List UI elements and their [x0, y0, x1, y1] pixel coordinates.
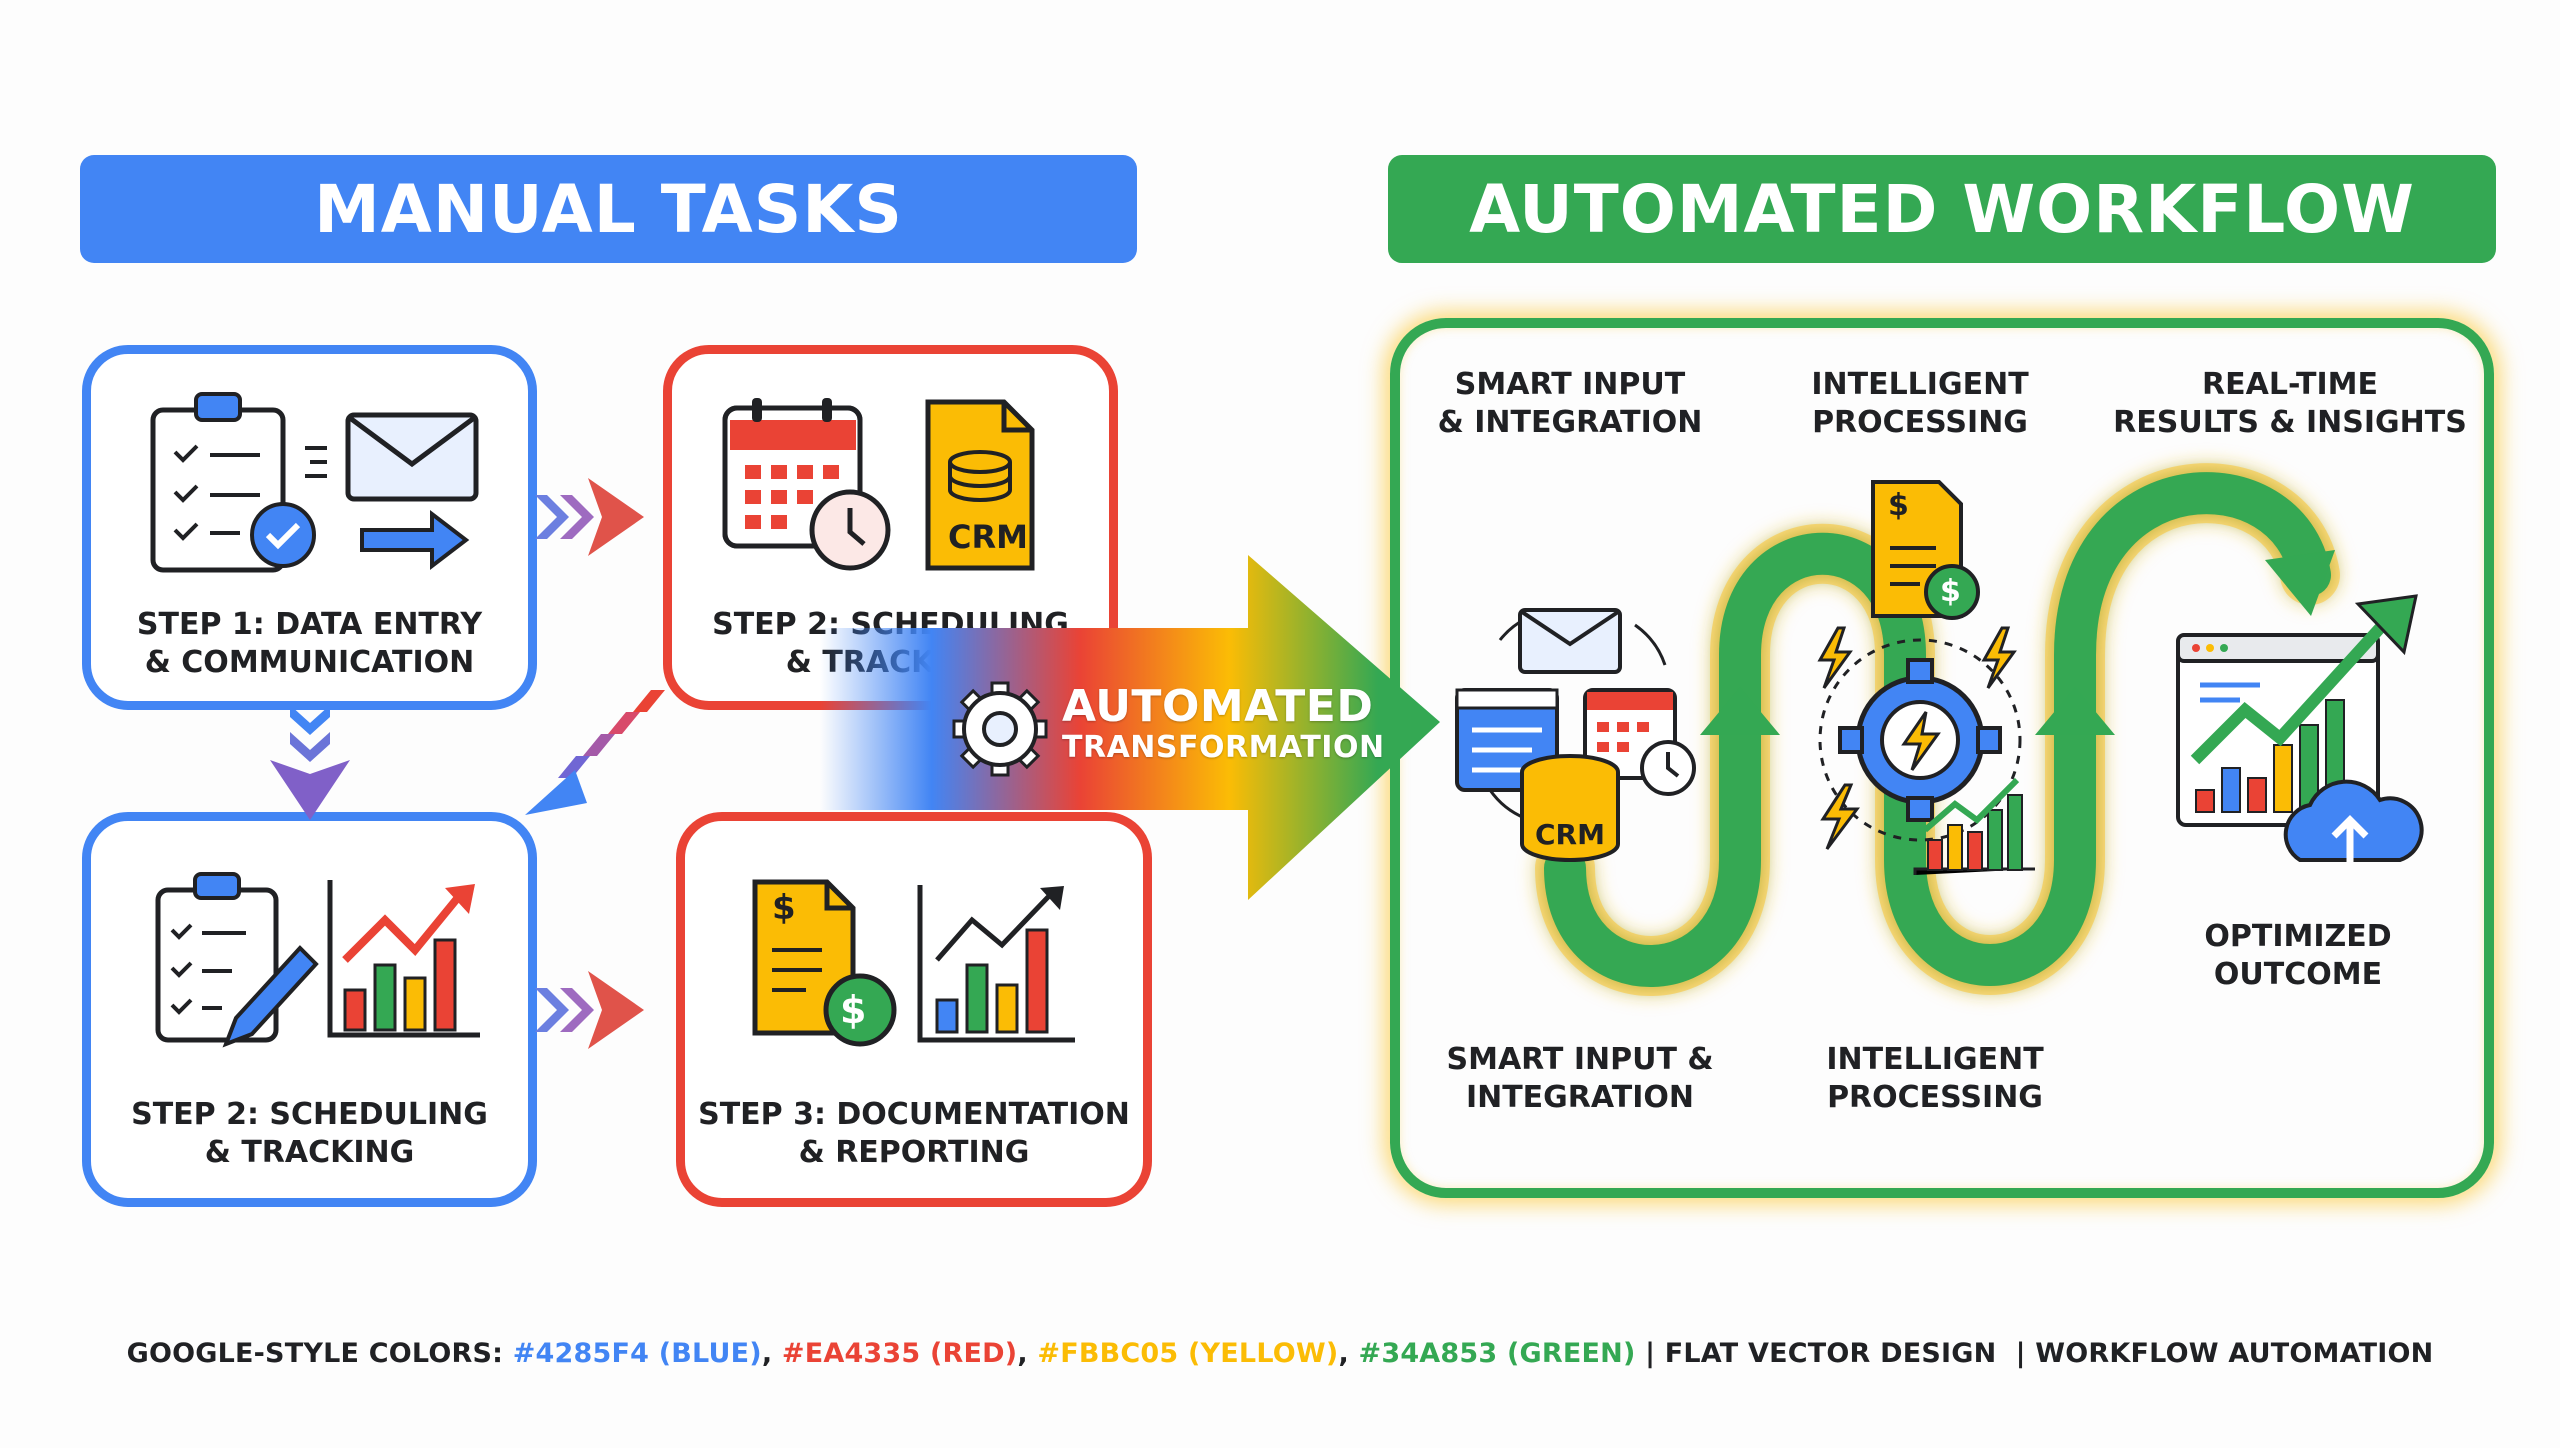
top-label-results: REAL-TIME RESULTS & INSIGHTS	[2110, 366, 2470, 442]
footer-sep2: ,	[1017, 1338, 1038, 1369]
step-1-label-line1: STEP 1: DATA ENTRY	[136, 607, 483, 642]
footer-sep1: ,	[761, 1338, 782, 1369]
step-1-label: STEP 1: DATA ENTRY & COMMUNICATION	[91, 606, 528, 682]
top-label-results-line2: RESULTS & INSIGHTS	[2113, 405, 2467, 440]
top-label-smart-input: SMART INPUT & INTEGRATION	[1420, 366, 1720, 442]
workflow-snake-path	[1535, 463, 2340, 996]
bottom-label-processing-line1: INTELLIGENT	[1826, 1042, 2044, 1077]
transformation-subtitle: TRANSFORMATION	[1062, 730, 1385, 765]
chevrons-step2-to-step2b	[525, 690, 665, 815]
manual-tasks-banner: MANUAL TASKS	[80, 155, 1137, 263]
processing-doc-dollar-glyph: $	[1888, 488, 1909, 523]
envelope-icon	[305, 412, 479, 502]
footer-caption: GOOGLE-STYLE COLORS: #4285F4 (BLUE), #EA…	[0, 1338, 2560, 1369]
step-3-label-line1: STEP 3: DOCUMENTATION	[698, 1097, 1130, 1132]
transformation-title: AUTOMATED	[1062, 681, 1374, 732]
top-label-processing-line2: PROCESSING	[1812, 405, 2028, 440]
dollar-sign-icon: $	[840, 988, 867, 1032]
crm-cylinder-label: CRM	[1535, 818, 1605, 851]
transformation-arrow	[820, 555, 1440, 900]
invoice-dollar-glyph: $	[772, 888, 796, 928]
step-2-bottom-label-line2: & TRACKING	[204, 1135, 415, 1170]
chevrons-step2b-to-step3	[535, 971, 644, 1049]
invoice-dollar-icon	[752, 879, 897, 1047]
top-label-processing-line1: INTELLIGENT	[1811, 367, 2029, 402]
chevrons-step1-down	[270, 705, 350, 820]
manual-tasks-title: MANUAL TASKS	[314, 170, 903, 248]
step-2-bottom-label-line1: STEP 2: SCHEDULING	[131, 1097, 488, 1132]
bottom-label-processing-line2: PROCESSING	[1827, 1080, 2043, 1115]
bottom-label-outcome-line1: OPTIMIZED	[2204, 919, 2392, 954]
chevrons-step1-to-step2	[535, 478, 644, 556]
step-2-bottom-label: STEP 2: SCHEDULING & TRACKING	[91, 1096, 528, 1172]
footer-green: #34A853 (GREEN)	[1358, 1338, 1636, 1369]
bar-chart-line-icon	[917, 885, 1075, 1043]
automated-workflow-title: AUTOMATED WORKFLOW	[1469, 170, 2415, 248]
smart-input-cluster	[1455, 608, 1696, 862]
footer-blue: #4285F4 (BLUE)	[512, 1338, 762, 1369]
crm-document-icon	[925, 399, 1035, 571]
gear-icon	[952, 681, 1048, 777]
footer-suffix: | FLAT VECTOR DESIGN | WORKFLOW AUTOMATI…	[1635, 1338, 2434, 1369]
top-label-smart-input-line2: & INTEGRATION	[1437, 405, 1703, 440]
top-label-results-line1: REAL-TIME	[2202, 367, 2378, 402]
workflow-arrowhead-3	[2265, 550, 2335, 616]
step-3-label-line2: & REPORTING	[798, 1135, 1030, 1170]
footer-prefix: GOOGLE-STYLE COLORS:	[126, 1338, 513, 1369]
arrow-right-icon	[360, 509, 470, 571]
workflow-arrowhead-1	[1700, 687, 1780, 735]
processing-cluster	[1817, 480, 2035, 875]
footer-red: #EA4335 (RED)	[781, 1338, 1018, 1369]
clipboard-check-icon	[150, 392, 316, 573]
bottom-label-processing: INTELLIGENT PROCESSING	[1785, 1041, 2085, 1117]
checklist-pencil-icon	[155, 872, 319, 1048]
automated-workflow-banner: AUTOMATED WORKFLOW	[1388, 155, 2496, 263]
bottom-label-outcome: OPTIMIZED OUTCOME	[2148, 918, 2448, 994]
results-dashboard-icon	[2176, 594, 2424, 862]
bottom-label-smart-input: SMART INPUT & INTEGRATION	[1430, 1041, 1730, 1117]
step-3-label: STEP 3: DOCUMENTATION & REPORTING	[685, 1096, 1143, 1172]
workflow-arrowhead-2	[2035, 687, 2115, 735]
bar-chart-up-icon	[327, 880, 480, 1038]
transformation-label: AUTOMATED TRANSFORMATION	[1062, 683, 1385, 765]
bottom-label-smart-input-line2: INTEGRATION	[1465, 1080, 1695, 1115]
bottom-label-outcome-line2: OUTCOME	[2213, 957, 2383, 992]
calendar-clock-icon	[722, 398, 891, 571]
top-label-processing: INTELLIGENT PROCESSING	[1770, 366, 2070, 442]
footer-sep3: ,	[1338, 1338, 1359, 1369]
step-1-label-line2: & COMMUNICATION	[144, 645, 475, 680]
processing-dollar-glyph: $	[1940, 574, 1961, 609]
bottom-label-smart-input-line1: SMART INPUT &	[1446, 1042, 1714, 1077]
top-label-smart-input-line1: SMART INPUT	[1454, 367, 1686, 402]
footer-yellow: #FBBC05 (YELLOW)	[1037, 1338, 1339, 1369]
crm-doc-label: CRM	[948, 518, 1028, 556]
